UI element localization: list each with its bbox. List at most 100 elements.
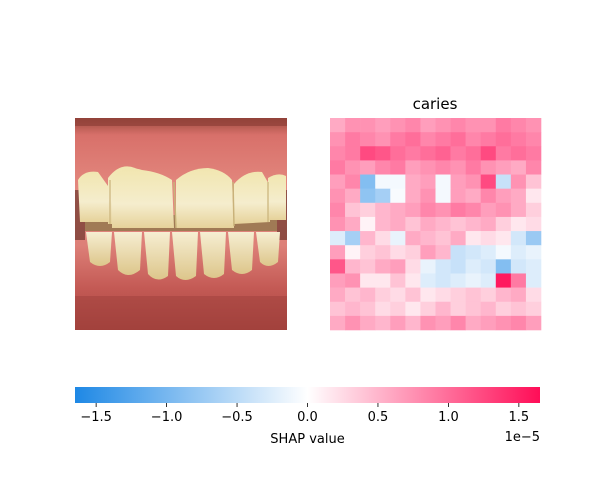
heatmap-cell: [375, 245, 391, 260]
heatmap-cell: [390, 174, 406, 189]
heatmap-cell: [465, 216, 482, 232]
heatmap-cell: [345, 188, 361, 204]
heatmap-cell: [390, 216, 406, 232]
heatmap-cell: [480, 315, 497, 331]
heatmap-cell: [360, 259, 376, 274]
heatmap-cell: [420, 174, 436, 189]
heatmap-cell: [510, 287, 527, 303]
heatmap-cell: [495, 245, 512, 260]
heatmap-cell: [345, 118, 361, 133]
heatmap-cell: [330, 287, 346, 303]
heatmap-cell: [525, 273, 542, 288]
heatmap-cell: [480, 273, 497, 288]
heatmap-cell: [405, 301, 421, 317]
heatmap-cell: [465, 188, 482, 204]
heatmap-cell: [465, 132, 482, 147]
heatmap-cell: [360, 132, 376, 147]
heatmap-cell: [525, 160, 542, 175]
heatmap-cell: [495, 146, 512, 161]
heatmap-cell: [480, 118, 497, 133]
heatmap-cell: [360, 301, 376, 317]
heatmap-cell: [360, 174, 376, 189]
heatmap-cell: [450, 202, 466, 218]
heatmap-cell: [525, 188, 542, 204]
heatmap-cell: [360, 216, 376, 232]
heatmap-cell: [375, 146, 391, 161]
colorbar-tick-label: 1.5: [509, 410, 530, 425]
heatmap-cell: [495, 118, 512, 133]
heatmap-cell: [420, 202, 436, 218]
heatmap-cell: [405, 231, 421, 246]
heatmap-cell: [375, 231, 391, 246]
heatmap-cell: [495, 188, 512, 204]
heatmap-cell: [480, 245, 497, 260]
heatmap-cell: [480, 132, 497, 147]
heatmap-cell: [435, 146, 451, 161]
heatmap-cell: [360, 245, 376, 260]
heatmap-cell: [495, 132, 512, 147]
heatmap-cell: [480, 259, 497, 274]
heatmap-cell: [495, 273, 512, 288]
heatmap-cell: [450, 216, 466, 232]
heatmap-cell: [525, 287, 542, 303]
heatmap-cell: [345, 273, 361, 288]
heatmap-cell: [420, 216, 436, 232]
heatmap-cell: [495, 216, 512, 232]
heatmap-cell: [450, 160, 466, 175]
heatmap-cell: [390, 245, 406, 260]
heatmap-cell: [525, 245, 542, 260]
heatmap-cell: [360, 146, 376, 161]
heatmap-cell: [360, 118, 376, 133]
heatmap-cell: [420, 301, 436, 317]
heatmap-cell: [510, 216, 527, 232]
heatmap-cell: [330, 231, 346, 246]
heatmap-cell: [345, 202, 361, 218]
heatmap-cell: [435, 273, 451, 288]
heatmap-cell: [375, 202, 391, 218]
heatmap-cell: [420, 118, 436, 133]
heatmap-cell: [510, 245, 527, 260]
heatmap-cell: [465, 259, 482, 274]
heatmap-cell: [420, 188, 436, 204]
heatmap-cell: [450, 301, 466, 317]
heatmap-cell: [525, 315, 542, 331]
heatmap-cell: [510, 160, 527, 175]
heatmap-cell: [345, 146, 361, 161]
heatmap-cell: [495, 231, 512, 246]
heatmap-cell: [330, 174, 346, 189]
heatmap-cell: [405, 287, 421, 303]
heatmap-cell: [420, 287, 436, 303]
heatmap-cell: [525, 202, 542, 218]
heatmap-cell: [330, 160, 346, 175]
heatmap-cell: [405, 259, 421, 274]
heatmap-cell: [450, 132, 466, 147]
heatmap-cell: [405, 146, 421, 161]
heatmap-cell: [405, 174, 421, 189]
heatmap-cell: [435, 174, 451, 189]
heatmap-cell: [510, 231, 527, 246]
heatmap-cell: [480, 231, 497, 246]
heatmap-cell: [435, 301, 451, 317]
colorbar-label: SHAP value: [270, 432, 344, 447]
heatmap-cell: [510, 202, 527, 218]
heatmap-cell: [375, 301, 391, 317]
heatmap-cell: [465, 315, 482, 331]
heatmap-cell: [435, 160, 451, 175]
heatmap-cell: [375, 174, 391, 189]
heatmap-cell: [420, 132, 436, 147]
heatmap-cell: [405, 118, 421, 133]
heatmap-cell: [435, 216, 451, 232]
heatmap-cell: [435, 202, 451, 218]
heatmap-cell: [465, 231, 482, 246]
heatmap-cell: [390, 259, 406, 274]
heatmap-cell: [450, 174, 466, 189]
heatmap-cell: [330, 245, 346, 260]
heatmap-cell: [375, 216, 391, 232]
heatmap-cell: [405, 216, 421, 232]
heatmap-cell: [465, 160, 482, 175]
heatmap-cell: [420, 245, 436, 260]
heatmap-cell: [435, 132, 451, 147]
heatmap-cell: [525, 174, 542, 189]
heatmap-cell: [390, 188, 406, 204]
